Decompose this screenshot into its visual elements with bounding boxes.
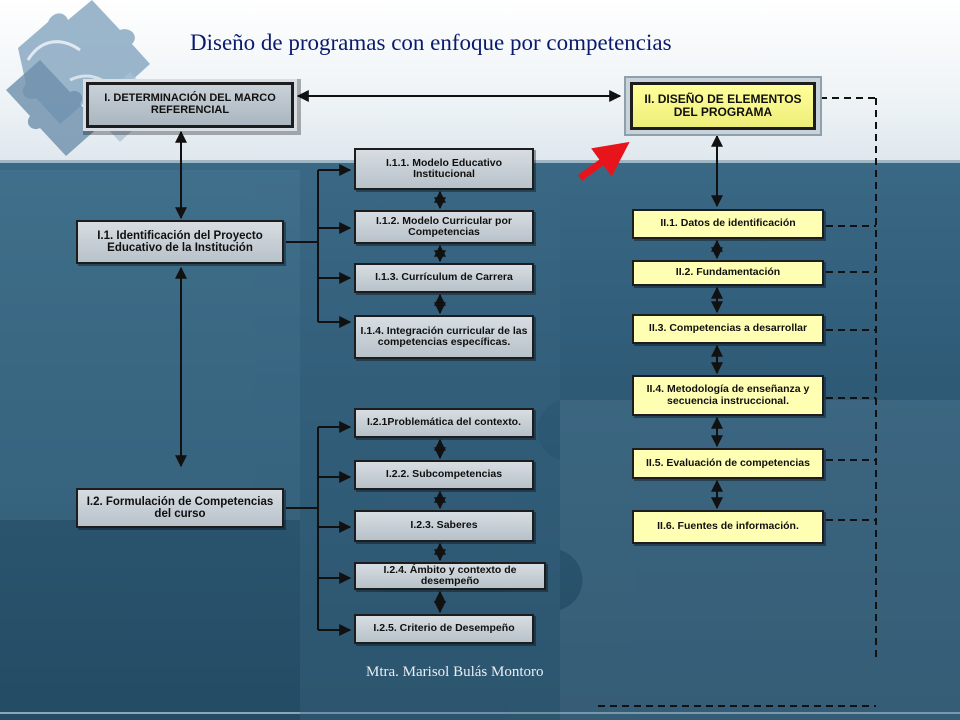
box-ambito-contexto: I.2.4. Ámbito y contexto de desempeño [354, 562, 546, 590]
box-identificacion-proyecto: I.1. Identificación del Proyecto Educati… [76, 220, 284, 264]
box-marco-referencial: I. DETERMINACIÓN DEL MARCO REFERENCIAL [86, 82, 294, 128]
box-formulacion-competencias: I.2. Formulación de Competencias del cur… [76, 488, 284, 528]
box-datos-identificacion: II.1. Datos de identificación [632, 209, 824, 239]
red-arrow-icon [577, 141, 630, 181]
box-evaluacion-competencias: II.5. Evaluación de competencias [632, 448, 824, 479]
puzzle-piece-icon [6, 0, 160, 156]
box-criterio-desempeno: I.2.5. Criterio de Desempeño [354, 614, 534, 644]
box-metodologia-ensenanza: II.4. Metodología de enseñanza y secuenc… [632, 375, 824, 416]
background-top [0, 0, 960, 162]
box-subcompetencias: I.2.2. Subcompetencias [354, 460, 534, 490]
box-saberes: I.2.3. Saberes [354, 510, 534, 542]
footer-author: Mtra. Marisol Bulás Montoro [366, 664, 544, 680]
background-bottom-line [0, 712, 960, 714]
box-modelo-curricular: I.1.2. Modelo Curricular por Competencia… [354, 210, 534, 244]
box-fundamentacion: II.2. Fundamentación [632, 260, 824, 286]
box-integracion-curricular: I.1.4. Integración curricular de las com… [354, 315, 534, 359]
box-problematica-contexto: I.2.1Problemática del contexto. [354, 408, 534, 438]
box-competencias-desarrollar: II.3. Competencias a desarrollar [632, 314, 824, 344]
box-fuentes-informacion: II.6. Fuentes de información. [632, 510, 824, 544]
slide-title: Diseño de programas con enfoque por comp… [190, 30, 672, 55]
box-modelo-educativo: I.1.1. Modelo Educativo Institucional [354, 148, 534, 190]
box-diseno-elementos: II. DISEÑO DE ELEMENTOS DEL PROGRAMA [630, 82, 816, 130]
box-curriculum-carrera: I.1.3. Currículum de Carrera [354, 263, 534, 293]
